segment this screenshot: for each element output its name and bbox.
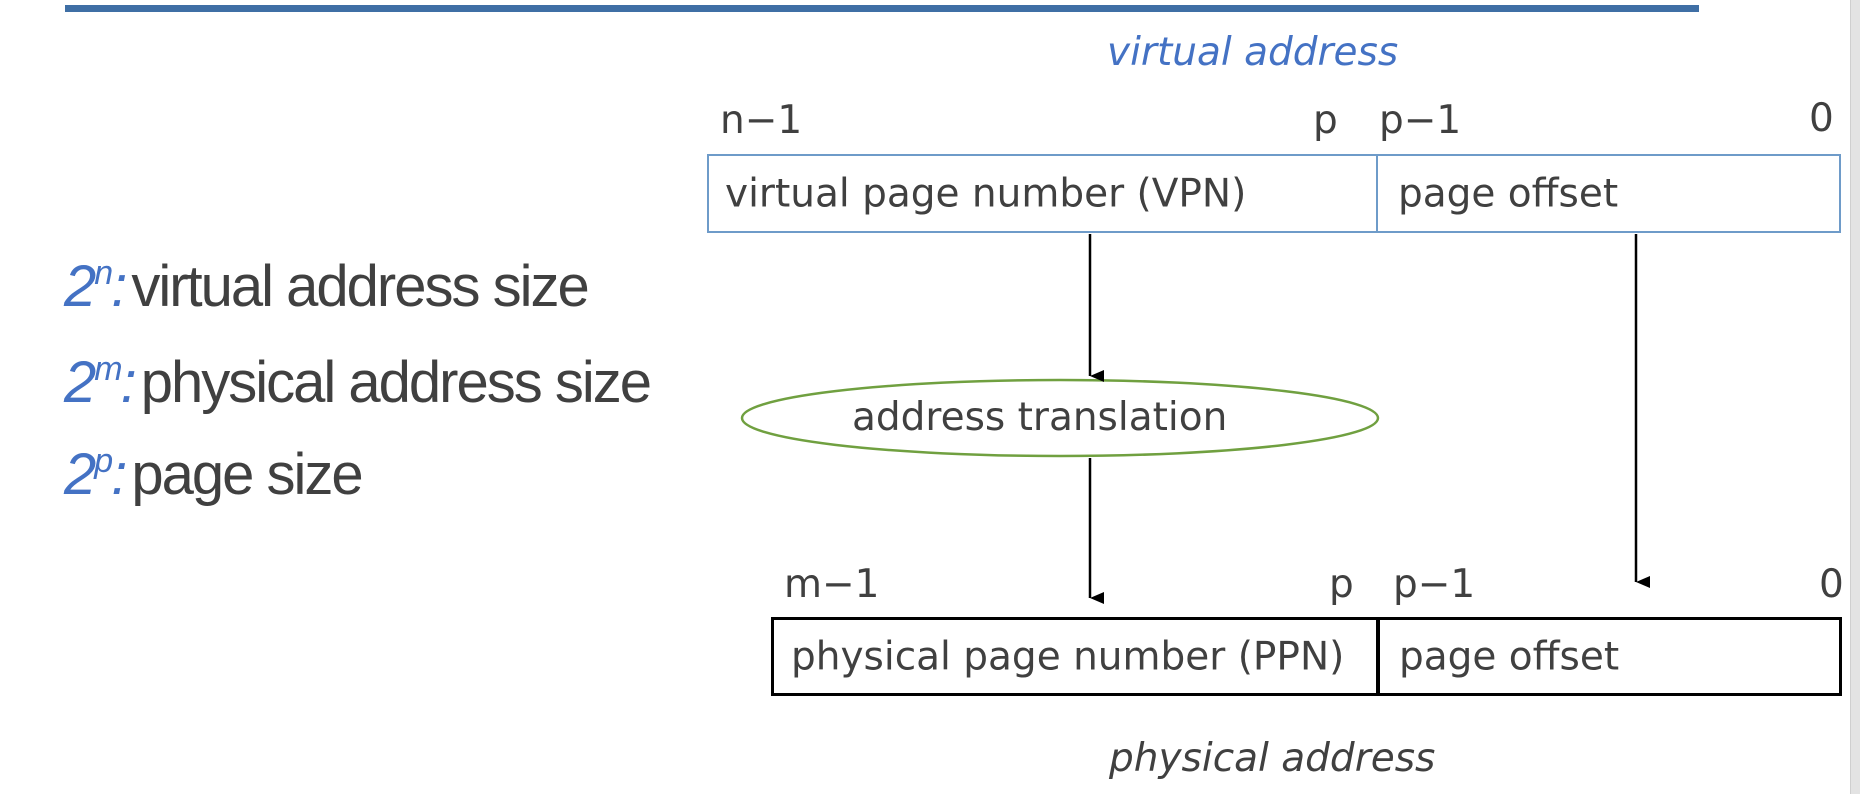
physical-bit-high: m−1	[784, 562, 880, 607]
address-translation-ellipse	[740, 378, 1380, 458]
legend-base: 2	[64, 350, 96, 415]
ppn-field: physical page number (PPN)	[771, 617, 1380, 696]
physical-offset-field: page offset	[1376, 617, 1842, 696]
virtual-bit-zero: 0	[1809, 96, 1834, 141]
header-rule	[65, 5, 1699, 12]
window-edge	[1850, 0, 1860, 794]
virtual-bit-high: n−1	[720, 98, 803, 143]
virtual-offset-label: page offset	[1398, 171, 1619, 216]
legend-virtual-size: 2n:virtual address size	[64, 254, 590, 319]
vpn-label: virtual page number (VPN)	[725, 171, 1247, 216]
legend-page-size: 2p:page size	[64, 442, 364, 507]
vpn-field: virtual page number (VPN)	[707, 154, 1378, 233]
legend-physical-size: 2m:physical address size	[64, 350, 652, 415]
legend-base: 2	[64, 254, 96, 319]
legend-exponent: n	[94, 254, 113, 292]
physical-address-title: physical address	[1109, 736, 1436, 781]
physical-bit-zero: 0	[1819, 562, 1844, 607]
physical-bit-p: p	[1329, 562, 1354, 607]
legend-description: physical address size	[140, 350, 652, 415]
legend-exponent: p	[94, 442, 113, 480]
ppn-label: physical page number (PPN)	[791, 634, 1345, 679]
physical-bit-p-minus-1: p−1	[1393, 562, 1476, 607]
legend-description: page size	[131, 442, 363, 507]
legend-base: 2	[64, 442, 96, 507]
legend-exponent: m	[94, 350, 122, 388]
virtual-offset-field: page offset	[1376, 154, 1841, 233]
address-translation-label: address translation	[852, 395, 1228, 440]
physical-offset-label: page offset	[1399, 634, 1620, 679]
virtual-address-title: virtual address	[1107, 30, 1399, 75]
legend-description: virtual address size	[131, 254, 589, 319]
virtual-bit-p: p	[1313, 98, 1338, 143]
virtual-bit-p-minus-1: p−1	[1379, 98, 1462, 143]
